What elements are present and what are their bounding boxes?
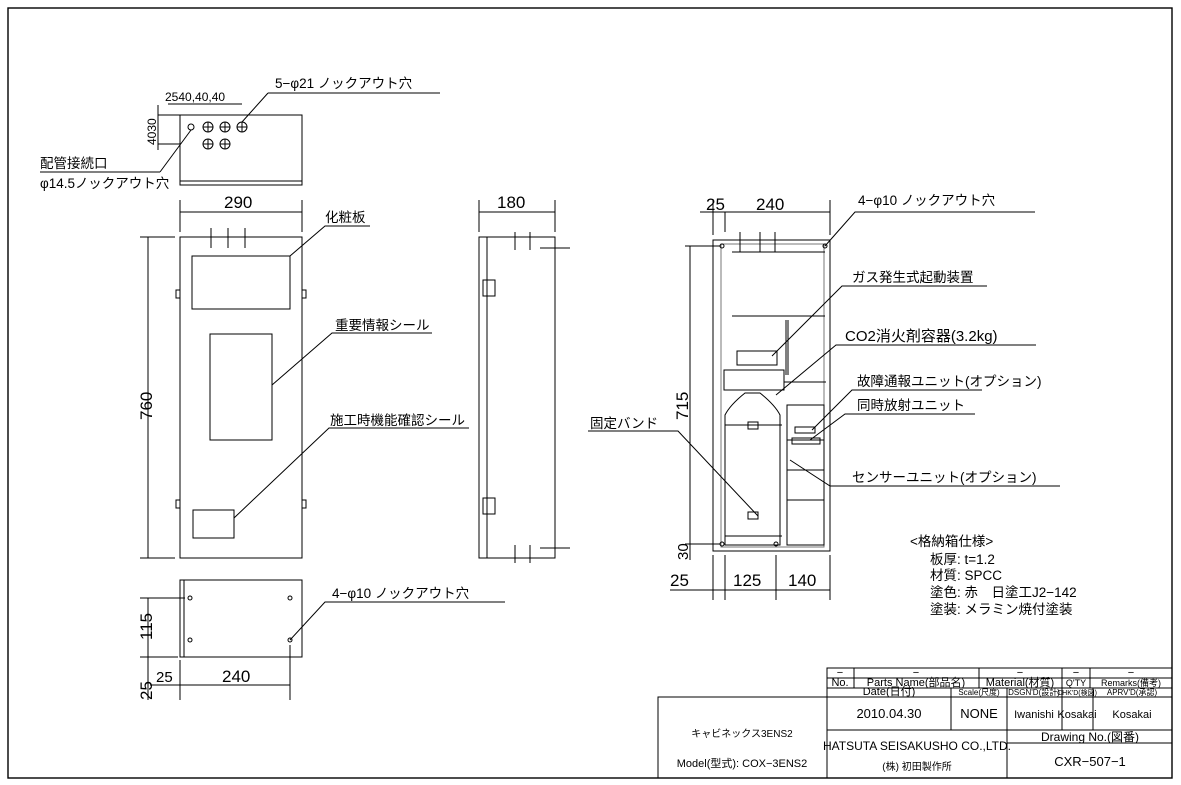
spec-title: <格納箱仕様> bbox=[910, 534, 993, 549]
pipe-knockout-label: φ14.5ノックアウト穴 bbox=[40, 176, 169, 191]
tb-header-material: Material(材質) bbox=[986, 675, 1054, 689]
tb-header-remarks: Remarks(備考) bbox=[1101, 677, 1161, 688]
tb-checked: Kosakai bbox=[1057, 709, 1096, 721]
co2-container-label: CO2消火剤容器(3.2kg) bbox=[845, 328, 998, 345]
tb-header-date: Date(日付) bbox=[863, 685, 916, 698]
spec-notes: <格納箱仕様> 板厚: t=1.2 材質: SPCC 塗色: 赤 日塗工J2−1… bbox=[910, 534, 1077, 617]
knockout-label: 5−φ21 ノックアウト穴 bbox=[275, 76, 412, 91]
tb-header-approved: APRV'D(承認) bbox=[1107, 687, 1158, 697]
tb-dash: − bbox=[837, 667, 843, 679]
front-height: 760 bbox=[137, 392, 156, 420]
tb-drawing-no: CXR−507−1 bbox=[1054, 754, 1126, 769]
bottom-offset: 25 bbox=[156, 669, 173, 686]
tb-date: 2010.04.30 bbox=[856, 706, 921, 721]
tb-header-qty: Q'TY bbox=[1066, 678, 1086, 688]
inner-width: 240 bbox=[756, 195, 784, 214]
inner-bottom: 30 bbox=[675, 543, 692, 560]
important-info-seal-label: 重要情報シール bbox=[335, 318, 430, 333]
gas-starter-label: ガス発生式起動装置 bbox=[852, 270, 974, 285]
tb-dash: − bbox=[1073, 667, 1079, 679]
spec-line: 材質: SPCC bbox=[930, 568, 1002, 583]
tb-approved: Kosakai bbox=[1112, 709, 1151, 721]
drawing-border bbox=[7, 7, 1173, 779]
function-check-seal-label: 施工時機能確認シール bbox=[330, 413, 465, 428]
fixing-band-label: 固定バンド bbox=[590, 416, 658, 431]
spec-line: 塗装: メラミン焼付塗装 bbox=[930, 601, 1073, 617]
pipe-connection-label: 配管接続口 bbox=[40, 155, 108, 171]
bottom-width: 240 bbox=[222, 667, 250, 686]
tb-dash: − bbox=[1128, 667, 1134, 679]
tb-header-checked: CHK'D(検図) bbox=[1057, 688, 1097, 697]
tb-header-no: No. bbox=[831, 677, 848, 689]
tb-header-parts: Parts Name(部品名) bbox=[867, 675, 965, 689]
front-width: 290 bbox=[224, 193, 252, 212]
tb-drawing-no-label: Drawing No.(図番) bbox=[1041, 730, 1139, 744]
inner-left-offset: 25 bbox=[706, 195, 725, 214]
inner-height: 715 bbox=[673, 392, 692, 420]
tb-dash: − bbox=[1017, 667, 1023, 679]
spec-line: 塗色: 赤 日塗工J2−142 bbox=[930, 584, 1077, 600]
bottom-knockout-label: 4−φ10 ノックアウト穴 bbox=[332, 586, 469, 601]
sensor-unit-label: センサーユニット(オプション) bbox=[852, 470, 1037, 485]
tb-product-name: キャビネックス3ENS2 bbox=[691, 728, 793, 740]
bottom-offset-vertical: 25 bbox=[137, 681, 156, 700]
tb-company-jp: (株) 初田製作所 bbox=[882, 760, 951, 773]
spec-line: 板厚: t=1.2 bbox=[930, 552, 995, 567]
tb-company: HATSUTA SEISAKUSHO CO.,LTD. bbox=[823, 739, 1011, 753]
bottom-depth: 115 bbox=[137, 613, 156, 640]
hole-dimensions: 2540,40,40 bbox=[165, 90, 225, 104]
inner-dim-b2: 125 bbox=[733, 571, 761, 590]
fault-unit-label: 故障通報ユニット(オプション) bbox=[857, 374, 1042, 389]
inner-view: 25 240 4−φ10 ノックアウト穴 715 30 25 125 140 ガ… bbox=[588, 193, 1060, 600]
side-depth: 180 bbox=[497, 193, 525, 212]
tb-scale: NONE bbox=[960, 706, 998, 721]
tb-header-designed: DSGN'D(設計) bbox=[1008, 687, 1060, 697]
top-view: 2540,40,40 4030 5−φ21 ノックアウト穴 配管接続口 φ14.… bbox=[40, 76, 440, 191]
vertical-dimensions: 4030 bbox=[145, 118, 159, 145]
tb-model: Model(型式): COX−3ENS2 bbox=[677, 756, 808, 770]
side-view: 180 bbox=[478, 193, 570, 563]
tb-header-scale: Scale(尺度) bbox=[958, 687, 1000, 697]
tb-dash: − bbox=[913, 667, 919, 679]
bottom-view: 115 25 25 240 4−φ10 ノックアウト穴 bbox=[137, 579, 505, 700]
title-block: − − − − − No. Parts Name(部品名) Material(材… bbox=[657, 667, 1173, 779]
tb-designed: Iwanishi bbox=[1014, 709, 1054, 721]
inner-knockout-label: 4−φ10 ノックアウト穴 bbox=[858, 193, 995, 208]
inner-dim-b1: 25 bbox=[670, 571, 689, 590]
front-view: 290 760 化粧板 重要情報シール 施工時機能確認シール bbox=[137, 193, 469, 559]
simultaneous-unit-label: 同時放射ユニット bbox=[857, 398, 965, 413]
decorative-panel-label: 化粧板 bbox=[325, 210, 366, 225]
inner-dim-b3: 140 bbox=[788, 571, 816, 590]
